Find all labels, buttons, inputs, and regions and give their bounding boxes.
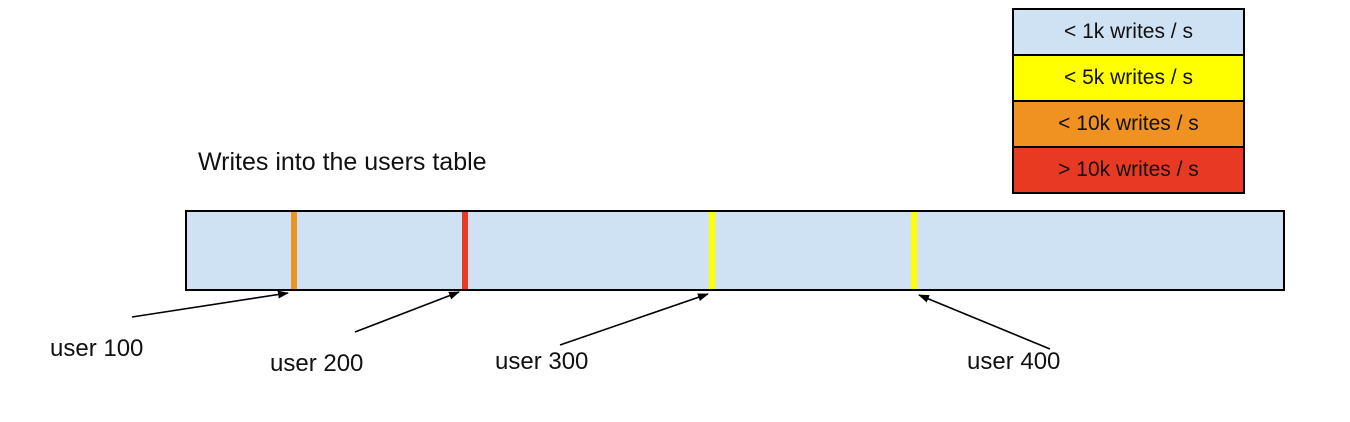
- write-hotspot-user-400: [910, 212, 917, 289]
- write-hotspot-user-100: [291, 212, 298, 289]
- users-table-bar: [185, 210, 1285, 291]
- diagram-title: Writes into the users table: [198, 148, 487, 176]
- legend-item-label: > 10k writes / s: [1058, 158, 1199, 181]
- legend-item-gt-10k: > 10k writes / s: [1012, 146, 1245, 194]
- legend-item-label: < 1k writes / s: [1064, 20, 1193, 43]
- write-hotspot-user-200: [462, 212, 469, 289]
- legend-item-lt-5k: < 5k writes / s: [1012, 54, 1245, 102]
- arrow-user-200: [354, 291, 460, 333]
- callout-label-user-300: user 300: [495, 348, 589, 375]
- arrow-user-400: [918, 294, 1051, 350]
- arrow-user-100: [131, 290, 289, 318]
- callout-label-user-100: user 100: [50, 335, 144, 362]
- legend-item-label: < 5k writes / s: [1064, 66, 1193, 89]
- callout-label-user-400: user 400: [967, 348, 1061, 375]
- arrow-user-300: [559, 293, 709, 346]
- legend-item-lt-10k: < 10k writes / s: [1012, 100, 1245, 148]
- callout-label-user-200: user 200: [270, 350, 364, 377]
- legend-item-lt-1k: < 1k writes / s: [1012, 8, 1245, 56]
- legend-item-label: < 10k writes / s: [1058, 112, 1199, 135]
- write-rate-legend: < 1k writes / s < 5k writes / s < 10k wr…: [1012, 8, 1245, 194]
- write-hotspot-user-300: [708, 212, 715, 289]
